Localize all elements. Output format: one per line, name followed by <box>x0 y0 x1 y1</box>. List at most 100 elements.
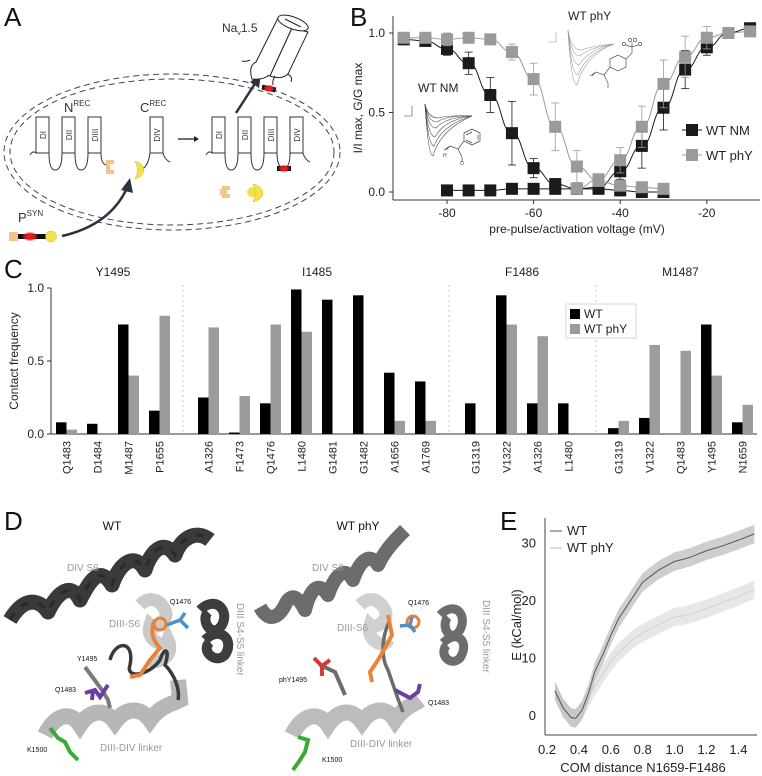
data-point <box>419 31 432 44</box>
b-y-tick: 0.5 <box>368 106 385 120</box>
data-point <box>505 46 518 59</box>
f1486-sidechain <box>367 614 395 683</box>
data-point <box>657 182 670 195</box>
category-label: V1322 <box>502 441 514 473</box>
data-point <box>441 33 453 46</box>
q1476-sidechain <box>399 616 417 634</box>
bar-wt-phy <box>680 350 691 434</box>
category-label: A1656 <box>390 441 402 473</box>
bar-wt <box>149 410 160 434</box>
loop-backbone <box>381 619 405 713</box>
data-point <box>441 184 453 197</box>
label-diii-s4s5-linker: DIII S4-S5 linker <box>480 600 491 673</box>
bar-wt-phy <box>537 336 548 434</box>
category-label: A1326 <box>204 441 216 473</box>
domain-label: DI <box>39 131 48 139</box>
diii-s6-helix <box>355 593 395 651</box>
legend-wt-phy: WT phY <box>567 540 614 555</box>
data-point <box>700 31 713 44</box>
cell-membrane-inner <box>9 78 335 226</box>
e-y-axis-label: E (kCal/mol) <box>509 589 524 661</box>
c-legend: WT WT phY <box>565 303 637 339</box>
b-x-tick: -60 <box>525 206 543 220</box>
category-label: G1319 <box>614 441 626 474</box>
bar-wt <box>198 397 209 434</box>
bar-wt-phy <box>239 396 250 434</box>
b-y-tick: 0.0 <box>368 185 385 199</box>
svg-text:H: H <box>443 153 447 159</box>
e-x-tick: 0.6 <box>602 742 620 757</box>
series-wt-nm-activation <box>441 22 757 197</box>
e-x-axis-label: COM distance N1659-F1486 <box>560 760 725 775</box>
group-title: I1485 <box>302 265 332 279</box>
ligated-domains <box>205 116 311 171</box>
bar-wt <box>732 422 743 434</box>
b-x-tick: -20 <box>698 206 716 220</box>
e-x-tick: 1.0 <box>666 742 684 757</box>
e-y-tick: 10 <box>522 651 536 666</box>
d-wt-title: WT <box>103 519 122 533</box>
data-point <box>657 77 670 90</box>
div-s6-helix <box>253 525 410 624</box>
panel-label-c: C <box>4 254 23 284</box>
b-x-tick: -80 <box>438 206 456 220</box>
panel-d-wt-structure: WT DIV S6 DIII-S6 Q1476 Y1495 Q1483 K150… <box>3 519 245 762</box>
bar-wt <box>87 423 98 434</box>
bar-wt-phy <box>649 344 660 434</box>
legend-wt-phy: WT phY <box>706 148 753 163</box>
c-rec-label: CREC <box>140 99 167 115</box>
data-point <box>614 154 627 167</box>
label-k1500: K1500 <box>27 747 47 754</box>
q1476-sidechain <box>166 611 190 630</box>
label-diii-div-linker: DIII-DIV linker <box>350 739 413 750</box>
arrow-peptide-entry <box>61 187 129 238</box>
bar-wt <box>353 295 364 434</box>
channel-tag <box>263 84 275 93</box>
n-rec-domains <box>29 116 171 171</box>
legend-wt: WT <box>584 307 603 321</box>
panel-a-schematic: NREC CREC DI DII DIII DIV DI DI <box>3 14 341 243</box>
label-k1500: K1500 <box>322 757 342 764</box>
arrow-to-channel <box>234 81 258 114</box>
label-q1476: Q1476 <box>170 599 191 606</box>
data-point <box>592 173 605 186</box>
label-y1495: Y1495 <box>77 656 97 663</box>
data-point <box>635 120 648 133</box>
bar-wt <box>291 289 302 434</box>
domain-label: DIV <box>153 128 162 142</box>
div-s6-helix <box>3 527 215 625</box>
data-point <box>462 57 475 70</box>
bar-wt-phy <box>425 420 436 434</box>
e-y-tick: 20 <box>522 593 536 608</box>
panel-label-a: A <box>4 2 22 32</box>
category-label: L1480 <box>564 441 576 472</box>
c-intein-shape <box>134 160 145 180</box>
series-wt-phy-activation <box>570 25 757 195</box>
bar-wt <box>496 295 507 434</box>
svg-text:O: O <box>460 161 464 167</box>
group-title: M1487 <box>662 265 699 279</box>
data-point <box>527 162 540 175</box>
diii-s6-helix <box>135 593 177 668</box>
category-label: Q1476 <box>266 441 278 474</box>
diii-div-linker-helix <box>37 679 189 740</box>
data-point <box>484 184 497 197</box>
label-div-s6: DIV S6 <box>67 563 99 574</box>
y1495-sidechain <box>83 665 112 709</box>
bar-wt-phy <box>301 331 312 434</box>
bar-wt-phy <box>128 375 139 434</box>
bar-wt-phy <box>394 420 405 434</box>
inset-wt-phy-label: WT phY <box>568 9 611 23</box>
p-syn-peptide-icon <box>9 230 57 243</box>
legend-wt-nm: WT NM <box>706 123 750 138</box>
k1500-sidechain <box>291 735 311 772</box>
category-label: M1487 <box>124 441 136 475</box>
c-y-tick: 1.0 <box>27 281 44 295</box>
bar-wt <box>415 381 426 434</box>
bar-wt <box>608 428 619 434</box>
p-syn-label: PSYN <box>18 209 43 225</box>
panel-d-phy-structure: WT phY DIV S6 DIII-S6 Q1476 phY1495 Q148… <box>253 519 491 772</box>
label-diii-div-linker: DIII-DIV linker <box>100 743 163 754</box>
b-x-tick: -40 <box>612 206 630 220</box>
